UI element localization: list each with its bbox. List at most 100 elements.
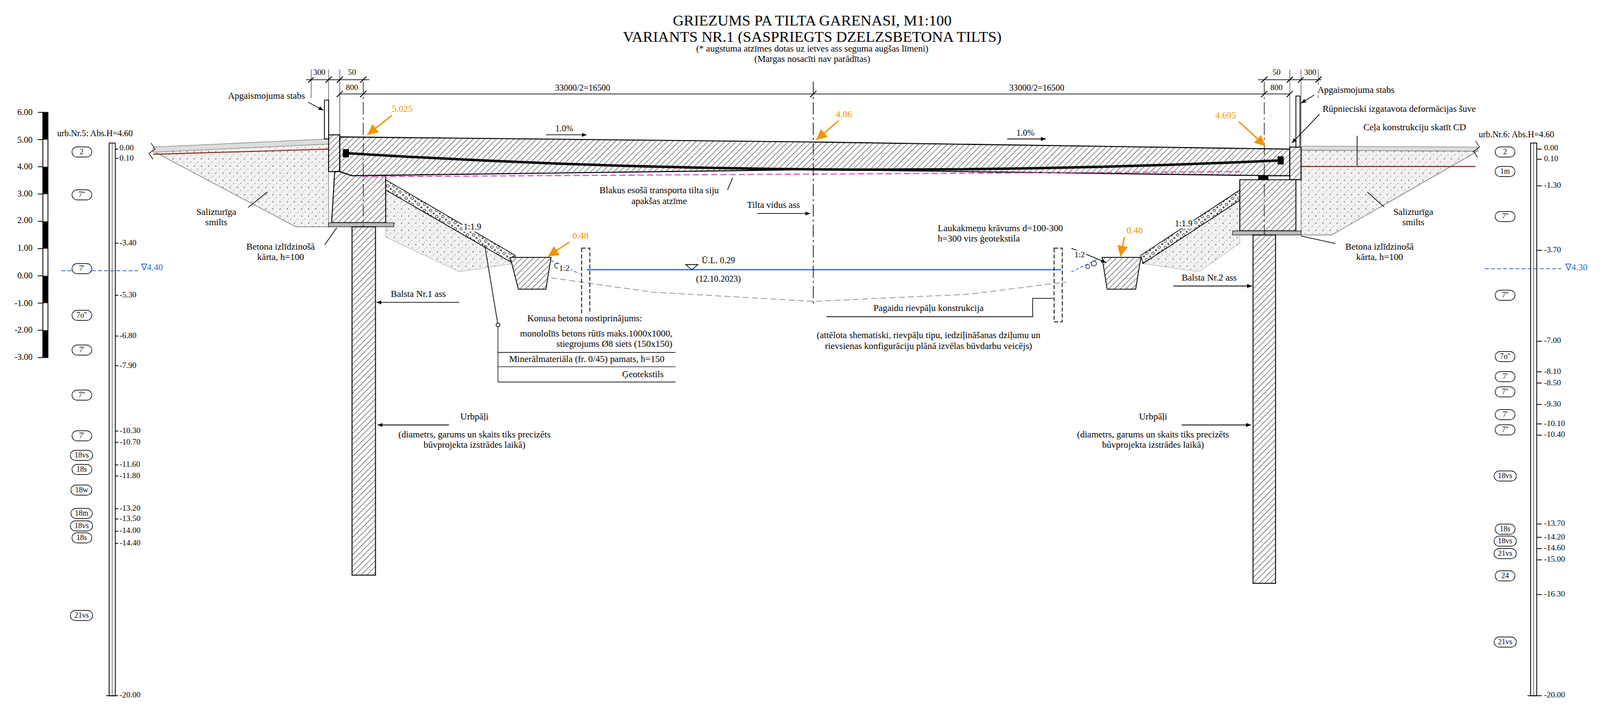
soil-layer-code: 18vs bbox=[1493, 470, 1517, 482]
leader-line bbox=[1120, 237, 1125, 257]
tag-outline bbox=[70, 450, 93, 461]
leader-line bbox=[1173, 285, 1253, 286]
soil-layer-code: 7' bbox=[71, 344, 93, 356]
annotation-label: -20.00 bbox=[1543, 690, 1567, 700]
annotation-label: -1.00 bbox=[13, 298, 34, 309]
leader-line bbox=[484, 245, 498, 325]
elevation-scale bbox=[42, 112, 48, 140]
embankment bbox=[1301, 165, 1476, 168]
annotation-label: -13.50 bbox=[118, 513, 142, 523]
tag-outline bbox=[1495, 409, 1516, 420]
soil-layer-code: 7' bbox=[1494, 408, 1516, 420]
soil-layer-tag: 18m bbox=[70, 507, 93, 519]
embankment bbox=[1301, 150, 1478, 235]
soil-layer-code: 18vs bbox=[69, 520, 93, 531]
leader-line bbox=[1357, 135, 1358, 166]
abutment bbox=[328, 134, 341, 172]
slope-protection bbox=[510, 257, 552, 289]
soil-layer-tag: 7' bbox=[71, 344, 93, 356]
elevation-scale bbox=[42, 112, 48, 358]
annotation-label: 0.00 bbox=[1543, 143, 1560, 153]
soil-layer-code: 21vs bbox=[1493, 547, 1517, 559]
soil-layer-tag: 18vs bbox=[69, 449, 93, 461]
tag-outline bbox=[1495, 424, 1516, 435]
slope-protection bbox=[551, 260, 580, 274]
slope-protection bbox=[385, 189, 514, 272]
annotation-label: 800 bbox=[1269, 82, 1284, 93]
annotation-label: 4.86 bbox=[834, 109, 854, 120]
abutment bbox=[328, 134, 1302, 583]
slope-protection bbox=[1085, 264, 1091, 269]
soil-layer-code: 18s bbox=[71, 463, 93, 475]
tag-outline bbox=[1493, 636, 1516, 648]
tag-outline bbox=[1495, 350, 1516, 362]
annotation-label: Rūpnieciski izgatavota deformācijas šuve bbox=[1321, 104, 1477, 115]
annotation-label: ∇4.40 bbox=[139, 261, 165, 273]
soil-layer-code: 18vs bbox=[69, 449, 93, 461]
annotation-label: Apgaismojuma stabs bbox=[226, 90, 306, 102]
annotation-label: Salizturīga smilts bbox=[184, 206, 248, 228]
annotation-label: Pagaidu rievpāļu konstrukcija bbox=[872, 302, 985, 314]
annotation-label: 5.025 bbox=[391, 104, 414, 115]
annotation-label: 1:1.9 bbox=[1173, 218, 1194, 229]
leader-line bbox=[1181, 424, 1252, 425]
leader-line bbox=[377, 424, 450, 425]
embankment bbox=[149, 143, 156, 160]
leader-line bbox=[1367, 192, 1386, 209]
soil-layer-code: 18m bbox=[70, 507, 93, 519]
annotation-label: urb.Nr.6: Abs.H=4.60 bbox=[1477, 129, 1555, 140]
leader-line bbox=[497, 326, 676, 382]
annotation-label: -3.70 bbox=[1543, 245, 1563, 255]
leader-line bbox=[496, 322, 501, 327]
annotation-label: (diametrs, garums un skaits tiks precizē… bbox=[1060, 429, 1247, 451]
annotation-label: 1:2 bbox=[1073, 250, 1086, 260]
tag-outline bbox=[1493, 470, 1516, 481]
soil-layer-tag: 18s bbox=[1494, 523, 1516, 535]
leader-line bbox=[246, 94, 1386, 425]
river bbox=[685, 264, 699, 270]
elevation-scale bbox=[42, 330, 48, 358]
soil-layer-code: 7'' bbox=[1494, 289, 1516, 301]
borehole-log bbox=[1484, 267, 1561, 270]
slope-protection bbox=[1071, 259, 1097, 272]
tag-outline bbox=[71, 508, 93, 519]
dimension-line bbox=[339, 93, 1290, 95]
soil-layer-tag: 7o'' bbox=[1494, 350, 1516, 362]
annotation-label: -11.60 bbox=[118, 459, 142, 469]
slope-protection bbox=[385, 179, 1240, 289]
annotation-label: -13.20 bbox=[118, 503, 142, 513]
tag-outline bbox=[71, 146, 92, 158]
soil-layer-tag: 7'' bbox=[1494, 210, 1516, 222]
soil-layer-tag: 18w bbox=[70, 484, 93, 496]
tag-outline bbox=[1495, 570, 1516, 581]
annotation-label: Ceļa konstrukciju skatīt CD bbox=[1362, 122, 1468, 133]
leader-line bbox=[547, 241, 570, 256]
leader-line bbox=[324, 227, 337, 246]
annotation-label: Konusa betona nostiprinājums: bbox=[526, 312, 644, 324]
annotation-label: 800 bbox=[344, 82, 360, 93]
annotation-label: Betona izlīdzinošā kārta, h=100 bbox=[235, 241, 325, 263]
soil-layer-tag: 7' bbox=[1494, 408, 1516, 420]
soil-layer-code: 7o'' bbox=[71, 309, 93, 321]
soil-layer-tag: 7'' bbox=[1494, 386, 1516, 398]
soil-layer-tag: 7' bbox=[71, 263, 93, 274]
leader-line bbox=[546, 134, 587, 136]
sheet-pile bbox=[581, 247, 1062, 322]
annotation-label: 3.00 bbox=[16, 188, 34, 199]
annotation-label: -15.00 bbox=[1543, 554, 1567, 564]
annotation-label: Betona izlīdzinošā kārta, h=100 bbox=[1335, 241, 1425, 263]
annotation-label: -3.40 bbox=[118, 238, 138, 248]
bridge-deck bbox=[339, 136, 1290, 176]
tag-outline bbox=[71, 532, 92, 543]
abutment bbox=[1232, 230, 1302, 235]
soil-layer-tag: 18s bbox=[71, 532, 93, 543]
tag-outline bbox=[71, 484, 93, 496]
dimension-line bbox=[1261, 76, 1322, 83]
tag-outline bbox=[1495, 166, 1516, 177]
annotation-label: -14.40 bbox=[118, 538, 142, 548]
leader-line bbox=[1238, 121, 1266, 146]
annotation-label: 0.00 bbox=[118, 143, 135, 153]
soil-layer-code: 21vs bbox=[69, 609, 93, 621]
annotation-label: 300 bbox=[312, 67, 328, 78]
leader-line bbox=[1071, 247, 1106, 262]
